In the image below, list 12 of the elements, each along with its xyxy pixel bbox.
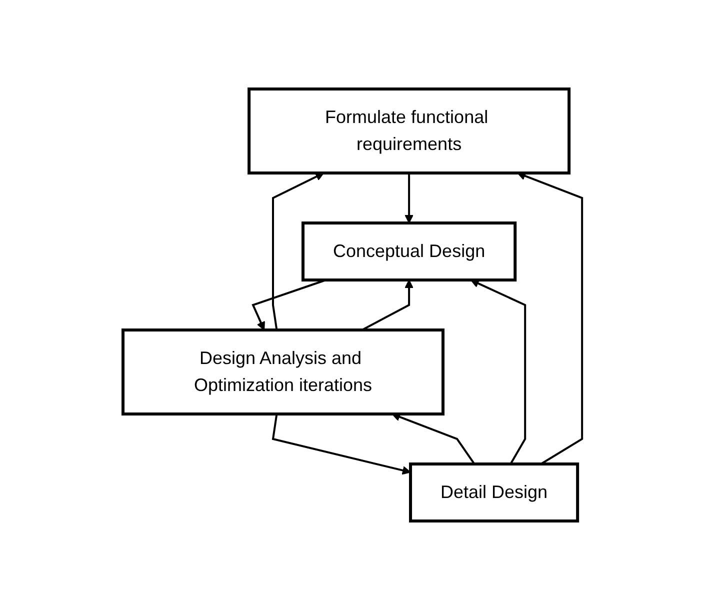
arrow bbox=[518, 172, 584, 465]
arrow bbox=[405, 173, 414, 224]
arrow bbox=[272, 172, 325, 330]
node-box: Detail Design bbox=[409, 462, 580, 522]
arrow bbox=[252, 279, 327, 330]
arrow bbox=[392, 412, 476, 465]
arrow bbox=[272, 414, 412, 475]
node-box: Formulate functional requirements bbox=[248, 88, 571, 174]
node-box: Design Analysis and Optimization iterations bbox=[122, 328, 445, 416]
arrow bbox=[362, 280, 414, 331]
node-box: Conceptual Design bbox=[302, 222, 518, 282]
arrow bbox=[470, 279, 527, 464]
